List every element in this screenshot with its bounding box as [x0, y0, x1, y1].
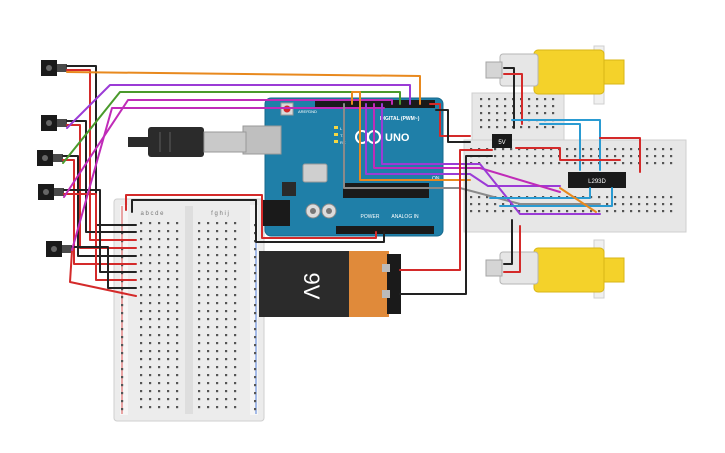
wire: [62, 159, 137, 265]
gnd-label: GND: [308, 109, 317, 114]
rx-label: RX: [340, 140, 346, 145]
wire: [503, 67, 515, 129]
wire: [131, 199, 385, 243]
arduino-logo-text: UNO: [385, 132, 410, 144]
wire: [69, 250, 137, 297]
l-led-label: L: [340, 126, 343, 131]
wire: [373, 103, 561, 193]
wire: [66, 71, 421, 105]
crystal: [302, 163, 328, 183]
wire: [63, 99, 393, 198]
wire: [511, 119, 601, 171]
wire: [599, 137, 641, 173]
ir-sensor[interactable]: [41, 115, 67, 131]
regulator-label: 5V: [498, 140, 505, 146]
wire: [381, 103, 601, 215]
atmega-chip: [343, 183, 429, 198]
wire: [66, 120, 137, 233]
breadboard-cols-right: f g h i j: [211, 211, 229, 217]
wire: [71, 107, 385, 251]
breadboard-cols-left: a b c d e: [140, 211, 164, 217]
arduino-uno-board[interactable]: UNO DIGITAL (PWM~) ANALOG IN POWER ON AR…: [242, 97, 444, 237]
wire: [503, 225, 521, 273]
ir-sensor[interactable]: [37, 150, 63, 166]
wire: [503, 73, 523, 125]
tx-label: TX: [340, 133, 345, 138]
wire: [559, 187, 597, 213]
power-header-label: POWER: [361, 214, 380, 220]
wire: [399, 149, 493, 271]
usb-port: [242, 125, 282, 155]
dc-motor-top[interactable]: [485, 45, 625, 105]
wire: [62, 91, 401, 164]
analog-header[interactable]: [336, 226, 434, 234]
battery-9v[interactable]: 9V: [259, 251, 401, 317]
wire: [499, 187, 613, 207]
wire: [63, 193, 137, 281]
usb-cable: [128, 127, 247, 157]
wire: [435, 109, 471, 143]
wire: [489, 187, 591, 199]
ir-sensor[interactable]: [46, 241, 72, 257]
wire: [515, 147, 621, 161]
voltage-regulator[interactable]: 5V: [492, 134, 512, 148]
regulator-ic: [282, 182, 296, 196]
aref-label: AREF: [298, 109, 309, 114]
dc-motor-bottom[interactable]: [485, 239, 625, 299]
wire: [429, 103, 471, 137]
wire: [399, 155, 493, 295]
wire: [125, 194, 377, 239]
wire: [63, 189, 137, 273]
driver-label: L293D: [588, 179, 606, 185]
ir-sensor[interactable]: [38, 184, 64, 200]
digital-header-label: DIGITAL (PWM~): [380, 116, 420, 122]
wire: [66, 69, 137, 241]
wire: [351, 91, 471, 181]
wire: [66, 84, 411, 129]
analog-header-label: ANALOG IN: [391, 214, 419, 220]
wire: [365, 103, 561, 187]
wire: [503, 219, 513, 265]
motor-breadboard[interactable]: [463, 92, 687, 233]
wire: [539, 123, 581, 171]
l293d-driver-ic[interactable]: L293D: [568, 172, 626, 188]
wire: [71, 246, 137, 289]
ir-sensor[interactable]: [41, 60, 67, 76]
battery-clip: [387, 254, 401, 314]
main-breadboard[interactable]: a b c d e f g h i j: [113, 198, 265, 422]
dc-jack: [262, 200, 290, 226]
battery-label: 9V: [299, 273, 324, 300]
wire: [66, 65, 137, 226]
wires: [62, 65, 641, 297]
